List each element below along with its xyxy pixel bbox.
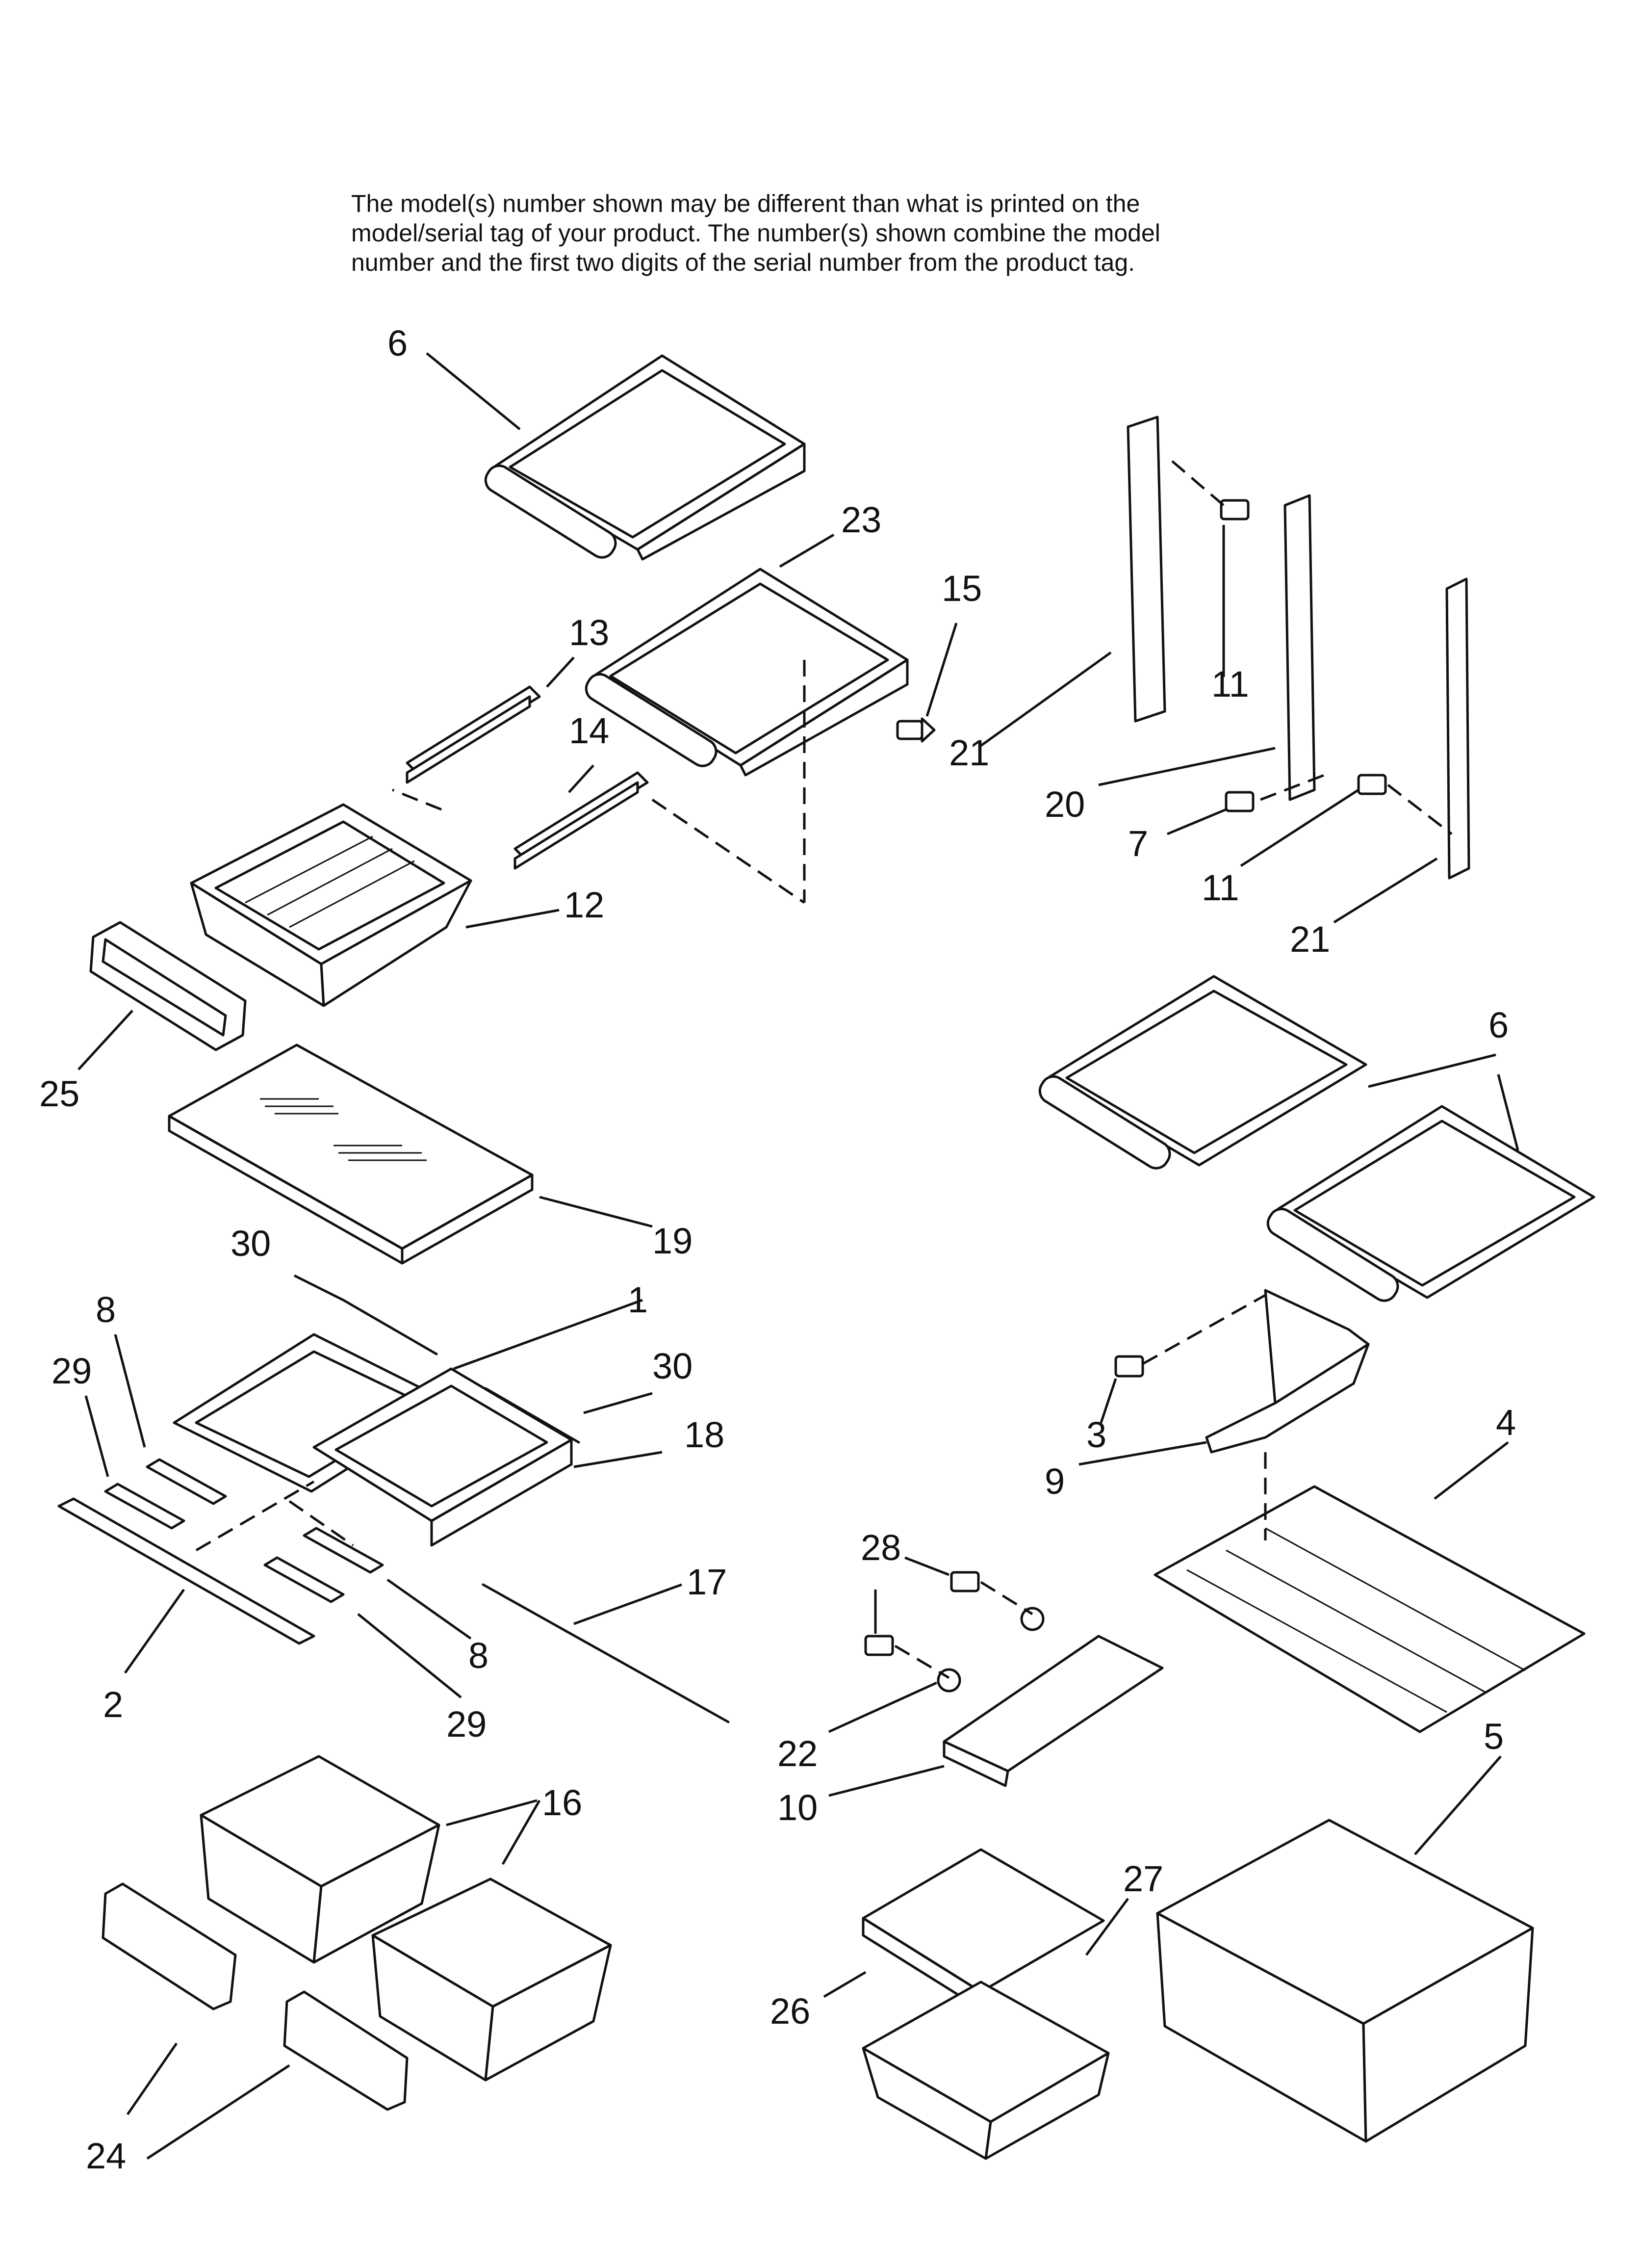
part-28-screw-lower bbox=[864, 1635, 894, 1656]
part-17-rod bbox=[482, 1583, 730, 1723]
note-line-3: number and the first two digits of the s… bbox=[351, 249, 1135, 276]
part-24-handle-left bbox=[102, 1882, 237, 2010]
callout-24: 24 bbox=[86, 2136, 126, 2176]
part-9-bin-bracket bbox=[1205, 1289, 1370, 1454]
callout-6-top: 6 bbox=[387, 323, 408, 364]
callout-27: 27 bbox=[1123, 1858, 1163, 1899]
callout-labels: 6 23 15 13 14 12 25 19 30 1 30 18 8 29 2… bbox=[39, 323, 1516, 2176]
callout-3: 3 bbox=[1086, 1414, 1106, 1455]
callout-28: 28 bbox=[861, 1527, 901, 1568]
callout-29-left: 29 bbox=[51, 1351, 92, 1391]
part-11-screw-upper bbox=[1220, 499, 1250, 521]
part-21-rail-left bbox=[1127, 416, 1166, 723]
callout-8-left: 8 bbox=[96, 1289, 116, 1330]
callout-11-top: 11 bbox=[1211, 664, 1249, 704]
note-line-1: The model(s) number shown may be differe… bbox=[351, 190, 1140, 217]
callout-5: 5 bbox=[1484, 1716, 1504, 1757]
part-10-tray bbox=[943, 1635, 1164, 1787]
part-8-clip-right bbox=[303, 1527, 384, 1574]
callout-30-top: 30 bbox=[231, 1223, 271, 1264]
callout-12: 12 bbox=[564, 885, 604, 925]
callout-9: 9 bbox=[1045, 1461, 1065, 1502]
leader-lines bbox=[77, 352, 1519, 2160]
assembly-lines bbox=[195, 460, 1453, 1679]
part-24-handle-right bbox=[283, 1990, 409, 2111]
callout-1: 1 bbox=[628, 1279, 648, 1320]
callout-11-bottom: 11 bbox=[1202, 867, 1239, 908]
callout-25: 25 bbox=[39, 1073, 79, 1114]
callout-8-right: 8 bbox=[468, 1635, 488, 1676]
model-number-note: The model(s) number shown may be differe… bbox=[351, 189, 1430, 277]
note-line-2: model/serial tag of your product. The nu… bbox=[351, 219, 1160, 247]
callout-21-bottom: 21 bbox=[1290, 919, 1330, 960]
callout-2: 2 bbox=[103, 1684, 123, 1725]
callout-7: 7 bbox=[1128, 823, 1148, 864]
part-15-screw bbox=[896, 717, 936, 743]
callout-29-right: 29 bbox=[446, 1704, 487, 1745]
callout-30-right: 30 bbox=[652, 1346, 693, 1386]
part-25-drawer-front bbox=[89, 921, 247, 1051]
part-1-cover-frame bbox=[173, 1333, 573, 1547]
part-12-drawer bbox=[190, 803, 472, 1007]
part-14-slide bbox=[513, 771, 649, 870]
part-13-slide bbox=[406, 685, 541, 784]
callout-21-top: 21 bbox=[949, 732, 989, 773]
callout-6-right-upper: 6 bbox=[1488, 1005, 1509, 1045]
part-28-screw-upper bbox=[950, 1571, 980, 1592]
part-16-bin-right bbox=[371, 1877, 612, 2082]
part-7-screw bbox=[1225, 791, 1255, 812]
part-29-strip-right bbox=[263, 1556, 345, 1603]
part-23-shelf bbox=[585, 568, 909, 777]
part-6-shelf-top bbox=[484, 354, 806, 561]
callout-10: 10 bbox=[777, 1787, 818, 1828]
callout-23: 23 bbox=[841, 499, 881, 540]
callout-19: 19 bbox=[652, 1221, 693, 1261]
part-6-shelf-right-upper bbox=[1038, 975, 1367, 1170]
callout-22: 22 bbox=[777, 1733, 818, 1774]
part-2-trim bbox=[57, 1497, 315, 1645]
part-30-strip-right bbox=[484, 1387, 580, 1444]
part-22-washer-upper bbox=[1020, 1607, 1045, 1631]
part-3-screw bbox=[1114, 1355, 1144, 1378]
part-21-rail-right bbox=[1445, 577, 1470, 880]
part-29-strip-left bbox=[104, 1483, 185, 1530]
part-27-ice-bin bbox=[862, 1981, 1110, 2160]
part-6-shelf-right-lower bbox=[1266, 1105, 1595, 1302]
callout-16: 16 bbox=[542, 1782, 582, 1823]
part-11-screw-lower bbox=[1357, 774, 1387, 795]
callout-26: 26 bbox=[770, 1991, 810, 2032]
part-8-clip-left bbox=[146, 1458, 227, 1505]
callout-15: 15 bbox=[942, 568, 982, 609]
part-5-wire-basket bbox=[1156, 1819, 1534, 2143]
part-19-glass-shelf bbox=[168, 1043, 534, 1265]
callout-18: 18 bbox=[684, 1414, 724, 1455]
part-20-rail-center bbox=[1283, 494, 1316, 801]
callout-4: 4 bbox=[1496, 1402, 1516, 1443]
callout-13: 13 bbox=[569, 612, 609, 653]
callout-14: 14 bbox=[569, 710, 609, 751]
part-16-bin-left bbox=[200, 1755, 440, 1964]
part-4-wire-shelf bbox=[1154, 1485, 1586, 1733]
part-30-strip-top bbox=[342, 1299, 438, 1356]
callout-17: 17 bbox=[687, 1562, 727, 1602]
callout-20: 20 bbox=[1045, 784, 1085, 825]
